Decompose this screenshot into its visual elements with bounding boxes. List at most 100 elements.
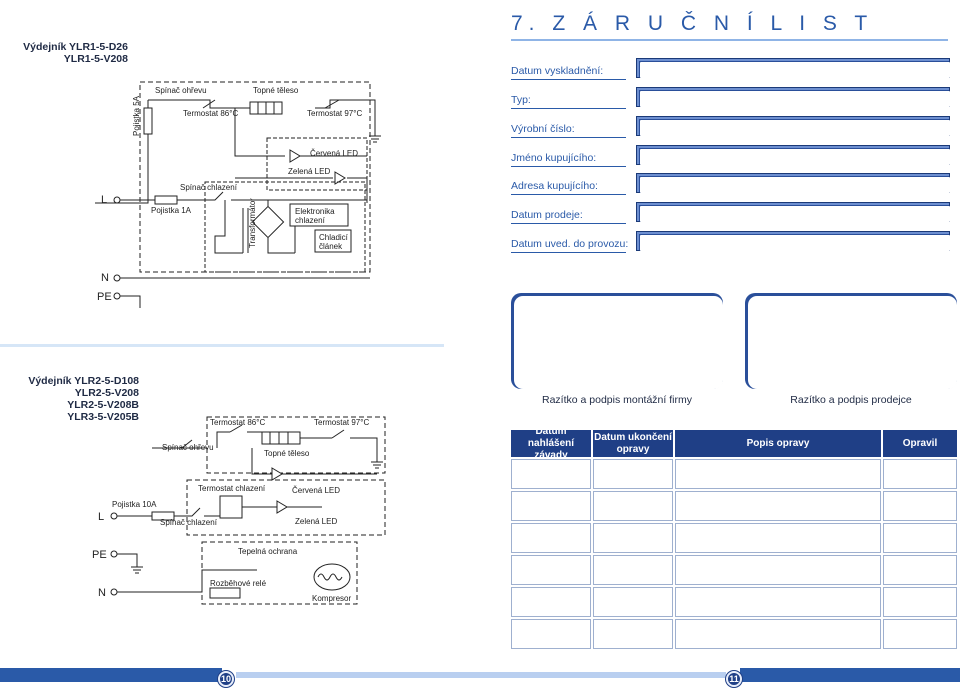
stamp-label-montazni: Razítko a podpis montážní firmy (542, 394, 692, 406)
label-cervena-led: Červená LED (310, 149, 358, 158)
heater-box (206, 416, 386, 474)
label-elektronika-1: Elektronika (295, 207, 335, 216)
field-datum-uvedeni[interactable] (636, 231, 950, 251)
red-led-icon (289, 149, 301, 163)
field-label-datum-vyskladneni: Datum vyskladnění: (511, 65, 604, 77)
field-underline (511, 108, 626, 109)
section-divider (0, 344, 444, 347)
fuse-5a-icon (143, 107, 153, 135)
label-cervena-led-2: Červená LED (292, 486, 340, 495)
table-cell[interactable] (675, 587, 881, 617)
table-cell[interactable] (883, 619, 957, 649)
enclosure-outline (139, 81, 371, 273)
label-termostat-86: Termostat 86°C (183, 109, 238, 118)
table-cell[interactable] (511, 523, 591, 553)
field-jmeno[interactable] (636, 145, 950, 165)
table-cell[interactable] (675, 555, 881, 585)
terminal-l-2: L (98, 511, 104, 523)
table-header-opravil: Opravil (883, 430, 957, 457)
thermostat-cooling-icon (219, 495, 243, 519)
table-cell[interactable] (883, 459, 957, 489)
field-label-datum-prodeje: Datum prodeje: (511, 209, 583, 221)
table-header-datum-nahlaseni: Datum nahlášení závady (511, 426, 591, 461)
label-rozbehove-rele: Rozběhové relé (210, 579, 267, 588)
page-title: 7. Z Á R U Č N Í L I S T (511, 12, 874, 35)
label-zelena-led: Zelená LED (288, 167, 330, 176)
table-cell[interactable] (593, 459, 673, 489)
field-vyrobni-cislo[interactable] (636, 116, 950, 136)
label-termostat-97: Termostat 97°C (307, 109, 362, 118)
field-underline (511, 223, 626, 224)
label-pojistka-5a: Pojistka 5A (132, 95, 141, 136)
table-cell[interactable] (511, 555, 591, 585)
relay-icon (209, 587, 241, 599)
rectifier-icon (251, 205, 285, 239)
green-led-icon-2 (276, 500, 288, 514)
table-header-popis-opravy: Popis opravy (675, 430, 881, 457)
table-cell[interactable] (883, 491, 957, 521)
model-label-2-line1: Výdejník YLR2-5-D108 (28, 375, 139, 387)
footer-band-middle (236, 672, 726, 678)
label-elektronika-2: chlazení (295, 216, 326, 225)
label-topne-teleso: Topné těleso (253, 86, 299, 95)
stamp-label-prodejce: Razítko a podpis prodejce (790, 394, 912, 406)
field-underline (511, 252, 626, 253)
table-cell[interactable] (883, 523, 957, 553)
electronics-box (289, 203, 349, 227)
field-underline (511, 166, 626, 167)
label-transformator: Transformátor (248, 198, 257, 248)
table-cell[interactable] (511, 459, 591, 489)
table-cell[interactable] (675, 459, 881, 489)
fuse-1a-icon (154, 195, 178, 205)
label-pojistka-1a: Pojistka 1A (151, 206, 192, 215)
label-zelena-led-2: Zelená LED (295, 517, 337, 526)
table-cell[interactable] (511, 619, 591, 649)
table-cell[interactable] (511, 491, 591, 521)
table-cell[interactable] (593, 523, 673, 553)
label-topne-teleso-2: Topné těleso (264, 449, 310, 458)
label-spinac-chlazeni-2: Spínač chlazení (160, 518, 218, 527)
stamp-box-montazni[interactable] (511, 293, 723, 389)
field-label-vyrobni-cislo: Výrobní číslo: (511, 123, 575, 135)
field-datum-vyskladneni[interactable] (636, 58, 950, 78)
table-cell[interactable] (675, 523, 881, 553)
label-termostat-97-2: Termostat 97°C (314, 418, 369, 427)
footer-band-right (740, 668, 960, 682)
title-underline (511, 39, 948, 41)
field-label-jmeno: Jméno kupujícího: (511, 152, 597, 164)
label-spinac-chlazeni: Spínač chlazení (180, 183, 238, 192)
label-chladici-1: Chladicí (319, 233, 349, 242)
label-spinac-ohrevu-2: Spínač ohřevu (162, 443, 214, 452)
model-label-2-line3: YLR2-5-V208B (67, 399, 139, 411)
field-label-typ: Typ: (511, 94, 531, 106)
wiring-diagram-2: L PE N Termostat 86°C Termostat 97°C Spí… (92, 416, 386, 605)
model-label-2-line2: YLR2-5-V208 (74, 387, 139, 399)
table-cell[interactable] (593, 555, 673, 585)
field-datum-prodeje[interactable] (636, 202, 950, 222)
table-cell[interactable] (593, 619, 673, 649)
field-label-adresa: Adresa kupujícího: (511, 180, 598, 192)
model-label-2-line4: YLR3-5-V205B (67, 411, 139, 423)
terminal-l: L (101, 194, 107, 206)
terminal-n-2: N (98, 587, 106, 599)
table-cell[interactable] (593, 587, 673, 617)
label-spinac-ohrevu: Spínač ohřevu (155, 86, 207, 95)
heater-element-icon-2 (261, 431, 301, 445)
green-led-icon (334, 171, 346, 185)
cooling-box (204, 181, 366, 273)
table-cell[interactable] (675, 491, 881, 521)
stamp-box-prodejce[interactable] (745, 293, 957, 389)
model-label-1-line2: YLR1-5-V208 (63, 53, 128, 65)
table-cell[interactable] (593, 491, 673, 521)
label-kompresor: Kompresor (312, 594, 351, 603)
field-typ[interactable] (636, 87, 950, 107)
footer-band-left (0, 668, 222, 682)
field-adresa[interactable] (636, 173, 950, 193)
table-cell[interactable] (883, 587, 957, 617)
terminal-n: N (101, 272, 109, 284)
table-cell[interactable] (675, 619, 881, 649)
label-chladici-2: článek (319, 242, 343, 251)
label-termostat-chlazeni: Termostat chlazení (198, 484, 266, 493)
table-cell[interactable] (511, 587, 591, 617)
table-cell[interactable] (883, 555, 957, 585)
